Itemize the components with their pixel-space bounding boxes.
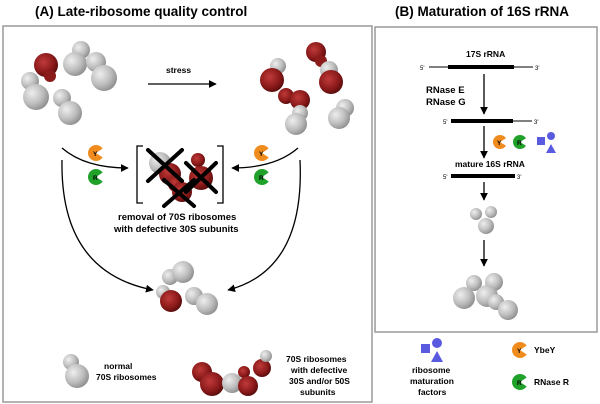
svg-text:Y: Y <box>259 151 264 158</box>
ribosome-normal <box>21 72 49 110</box>
legend-defective-line3: 30S and/or 50S <box>289 376 350 386</box>
legend-maturation-line1: ribosome <box>412 365 451 375</box>
mature-label: mature 16S rRNA <box>455 159 525 169</box>
cross-mark <box>146 148 184 183</box>
legend-defective-line1: 70S ribosomes <box>286 354 347 364</box>
legend-ybey-label: YbeY <box>534 345 556 355</box>
legend-rnase-r-label: RNase R <box>534 377 569 387</box>
intermediate-core <box>451 119 513 123</box>
rnase-g-label: RNase G <box>426 97 466 108</box>
ribosome-normal <box>488 294 518 320</box>
crossed-ribosomes <box>146 148 218 208</box>
panel-a-frame <box>2 25 373 403</box>
ribosome-defective <box>278 88 310 110</box>
ribosome-normal <box>162 261 194 285</box>
legend-normal-ribosome <box>63 354 89 388</box>
ribosome-cluster-stressed <box>260 42 354 135</box>
stress-label: stress <box>166 65 191 75</box>
precursor-core <box>448 65 514 69</box>
ribosome-normal <box>53 89 82 125</box>
ribosome-defective <box>260 58 286 92</box>
arrow-to-removal-left <box>61 147 129 172</box>
legend-defective-line4: subunits <box>300 387 336 397</box>
legend-ybey-icon: Y <box>512 342 529 358</box>
ybey-badge: Y <box>254 145 271 161</box>
precursor-label: 17S rRNA <box>466 49 505 59</box>
arrow-to-result-right <box>227 159 301 293</box>
five-prime-label: 5' <box>420 66 424 72</box>
ribosome-cluster-result <box>156 261 218 315</box>
ribosome-cluster-normal <box>21 41 117 125</box>
ybey-badge: Y <box>88 145 105 161</box>
ribosome-defective <box>319 61 343 94</box>
three-prime-label: 3' <box>517 175 521 181</box>
removal-bracket <box>136 145 224 204</box>
ribosome-normal <box>453 275 482 309</box>
ribosome-normal <box>86 52 117 91</box>
arrow-to-removal-right <box>231 147 299 172</box>
legend-maturation-line2: maturation <box>410 376 454 386</box>
svg-text:R: R <box>93 175 98 182</box>
mature-rrna-bar <box>451 174 515 178</box>
three-prime-label: 3' <box>535 66 539 72</box>
rnase-r-badge: R <box>254 169 271 185</box>
removal-label-line1: removal of 70S ribosomes <box>118 212 236 223</box>
maturation-factors-icon <box>537 132 556 153</box>
ribosome-defective <box>34 53 58 82</box>
rnase-e-label: RNase E <box>426 85 465 96</box>
svg-text:Y: Y <box>497 140 502 147</box>
legend-maturation-factors-icon <box>421 338 443 362</box>
subunits <box>470 206 497 234</box>
svg-text:R: R <box>259 175 264 182</box>
ribosome-normal <box>185 287 218 315</box>
assembled-ribosomes <box>453 273 518 320</box>
cross-mark <box>162 178 196 208</box>
svg-text:Y: Y <box>93 151 98 158</box>
panel-b-title: (B) Maturation of 16S rRNA <box>395 4 569 19</box>
arrow-to-result-left <box>61 159 154 293</box>
three-prime-label: 3' <box>534 120 538 126</box>
ribosome-normal <box>63 41 90 76</box>
ybey-badge: Y <box>493 135 508 149</box>
cross-mark <box>184 161 218 194</box>
legend-normal-line1: normal <box>104 361 132 371</box>
legend-defective-line2: with defective <box>290 365 347 375</box>
removal-label-line2: with defective 30S subunits <box>113 224 239 235</box>
rnase-r-badge: R <box>88 169 105 185</box>
five-prime-label: 5' <box>443 120 447 126</box>
ribosome-normal <box>285 105 308 135</box>
ribosome-normal <box>328 99 354 129</box>
five-prime-label: 5' <box>443 175 447 181</box>
panel-a-title: (A) Late-ribosome quality control <box>35 4 247 19</box>
svg-text:R: R <box>517 380 522 387</box>
svg-text:Y: Y <box>517 348 522 355</box>
rnase-r-badge: R <box>513 135 528 149</box>
svg-text:R: R <box>517 140 522 147</box>
legend-rnase-r-icon: R <box>512 374 529 390</box>
legend-normal-line2: 70S ribosomes <box>96 372 157 382</box>
legend-maturation-line3: factors <box>418 387 447 397</box>
ribosome-defective <box>156 285 182 312</box>
legend-defective-ribosomes <box>192 350 272 396</box>
